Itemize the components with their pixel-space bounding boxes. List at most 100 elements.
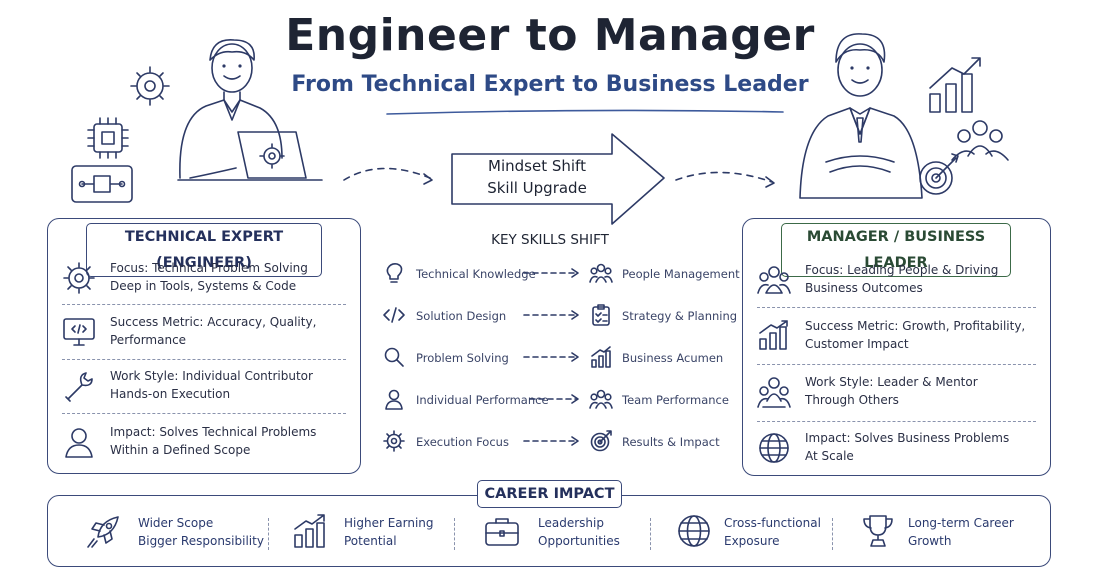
technical-expert-title: TECHNICAL EXPERT (ENGINEER): [86, 223, 322, 277]
list-item: Success Metric: Accuracy, Quality, Perfor…: [48, 311, 360, 357]
skill-from: Problem Solving: [416, 351, 509, 365]
item-line2: Customer Impact: [805, 337, 909, 351]
engineer-illustration: [71, 39, 323, 203]
skill-from: Execution Focus: [416, 435, 509, 449]
trophy-icon: [863, 515, 893, 547]
item-line1: Work Style: Individual Contributor: [110, 369, 313, 383]
target-icon: [590, 430, 612, 452]
page-subtitle: From Technical Expert to Business Leader: [291, 72, 809, 97]
item-line1: Focus: Technical Problem Solving: [110, 261, 308, 275]
chip-icon: [87, 117, 129, 159]
people-group-icon: [757, 266, 791, 294]
item-line1: Work Style: Leader & Mentor: [805, 375, 978, 389]
checklist-icon: [592, 304, 610, 326]
impact-line2: Growth: [908, 534, 952, 548]
growth-chart-icon: [929, 57, 981, 113]
subtitle-underline: [386, 109, 784, 115]
manager-title: MANAGER / BUSINESS LEADER: [781, 223, 1011, 277]
item-line2: Business Outcomes: [805, 281, 923, 295]
skills-shift-title: KEY SKILLS SHIFT: [491, 232, 609, 248]
magnifier-icon: [384, 347, 404, 367]
divider: [268, 518, 269, 550]
globe-icon: [678, 515, 710, 547]
divider: [62, 413, 346, 414]
impact-line1: Leadership: [538, 516, 604, 530]
transition-arrow: [343, 133, 775, 225]
team-icon: [589, 389, 613, 409]
item-line1: Focus: Leading People & Driving: [805, 263, 999, 277]
divider: [832, 518, 833, 550]
gear-icon: [63, 262, 95, 294]
divider: [757, 421, 1036, 422]
skill-to: People Management: [622, 267, 740, 281]
skill-to: Team Performance: [622, 393, 729, 407]
impact-line1: Cross-functional: [724, 516, 821, 530]
item-line2: Performance: [110, 333, 187, 347]
skill-from: Individual Performance: [416, 393, 549, 407]
divider: [62, 359, 346, 360]
impact-line2: Potential: [344, 534, 397, 548]
bar-chart-icon: [591, 346, 611, 368]
mentor-group-icon: [757, 377, 791, 408]
person-icon: [385, 389, 403, 410]
item-line1: Success Metric: Accuracy, Quality,: [110, 315, 317, 329]
impact-line1: Higher Earning: [344, 516, 434, 530]
code-brackets-icon: [383, 307, 405, 323]
item-line2: Through Others: [805, 393, 899, 407]
briefcase-icon: [485, 518, 519, 546]
wrench-icon: [65, 372, 93, 402]
rocket-icon: [87, 516, 119, 548]
skill-to: Results & Impact: [622, 435, 720, 449]
growth-chart-icon: [759, 320, 788, 350]
divider: [650, 518, 651, 550]
impact-line2: Opportunities: [538, 534, 620, 548]
engineer-person: [177, 39, 323, 181]
manager-illustration: [799, 33, 1009, 199]
shift-arrow: [523, 268, 579, 278]
divider: [454, 518, 455, 550]
skill-to: Strategy & Planning: [622, 309, 738, 323]
gear-icon: [383, 430, 405, 452]
target-icon: [919, 153, 959, 195]
skill-from: Technical Knowledge: [416, 267, 536, 281]
people-icon: [589, 263, 613, 283]
impact-line2: Exposure: [724, 534, 780, 548]
arrow-text-line1: Mindset Shift: [488, 157, 586, 175]
list-item: Success Metric: Growth, Profitability, Cu…: [743, 315, 1050, 361]
shift-arrow: [523, 352, 579, 362]
item-line1: Impact: Solves Business Problems: [805, 431, 1010, 445]
item-line2: Within a Defined Scope: [110, 443, 251, 457]
shift-arrow: [523, 436, 579, 446]
divider: [62, 304, 346, 305]
item-line2: Hands-on Execution: [110, 387, 231, 401]
item-line1: Success Metric: Growth, Profitability,: [805, 319, 1026, 333]
impact-line2: Bigger Responsibility: [138, 534, 264, 548]
growth-chart-icon: [294, 514, 325, 548]
page-title: Engineer to Manager: [285, 10, 815, 61]
manager-panel: MANAGER / BUSINESS LEADER Focus: Leading…: [742, 218, 1051, 476]
item-line2: At Scale: [805, 449, 854, 463]
lightbulb-icon: [386, 263, 403, 283]
arrow-text-line2: Skill Upgrade: [487, 179, 587, 197]
technical-expert-panel: TECHNICAL EXPERT (ENGINEER) Focus: Techn…: [47, 218, 361, 474]
divider: [757, 307, 1036, 308]
shift-arrow: [529, 394, 579, 404]
monitor-code-icon: [63, 318, 95, 346]
item-line1: Impact: Solves Technical Problems: [110, 425, 317, 439]
skill-to: Business Acumen: [622, 351, 724, 365]
globe-icon: [759, 433, 789, 463]
gear-icon: [130, 66, 170, 106]
list-item: Impact: Solves Business Problems At Scale: [743, 427, 1050, 473]
item-line2: Deep in Tools, Systems & Code: [110, 279, 297, 293]
manager-person: [799, 33, 923, 199]
people-group-icon: [951, 120, 1009, 161]
person-icon: [65, 428, 93, 458]
divider: [757, 364, 1036, 365]
career-impact-title: CAREER IMPACT: [477, 480, 622, 508]
skill-from: Solution Design: [416, 309, 507, 323]
